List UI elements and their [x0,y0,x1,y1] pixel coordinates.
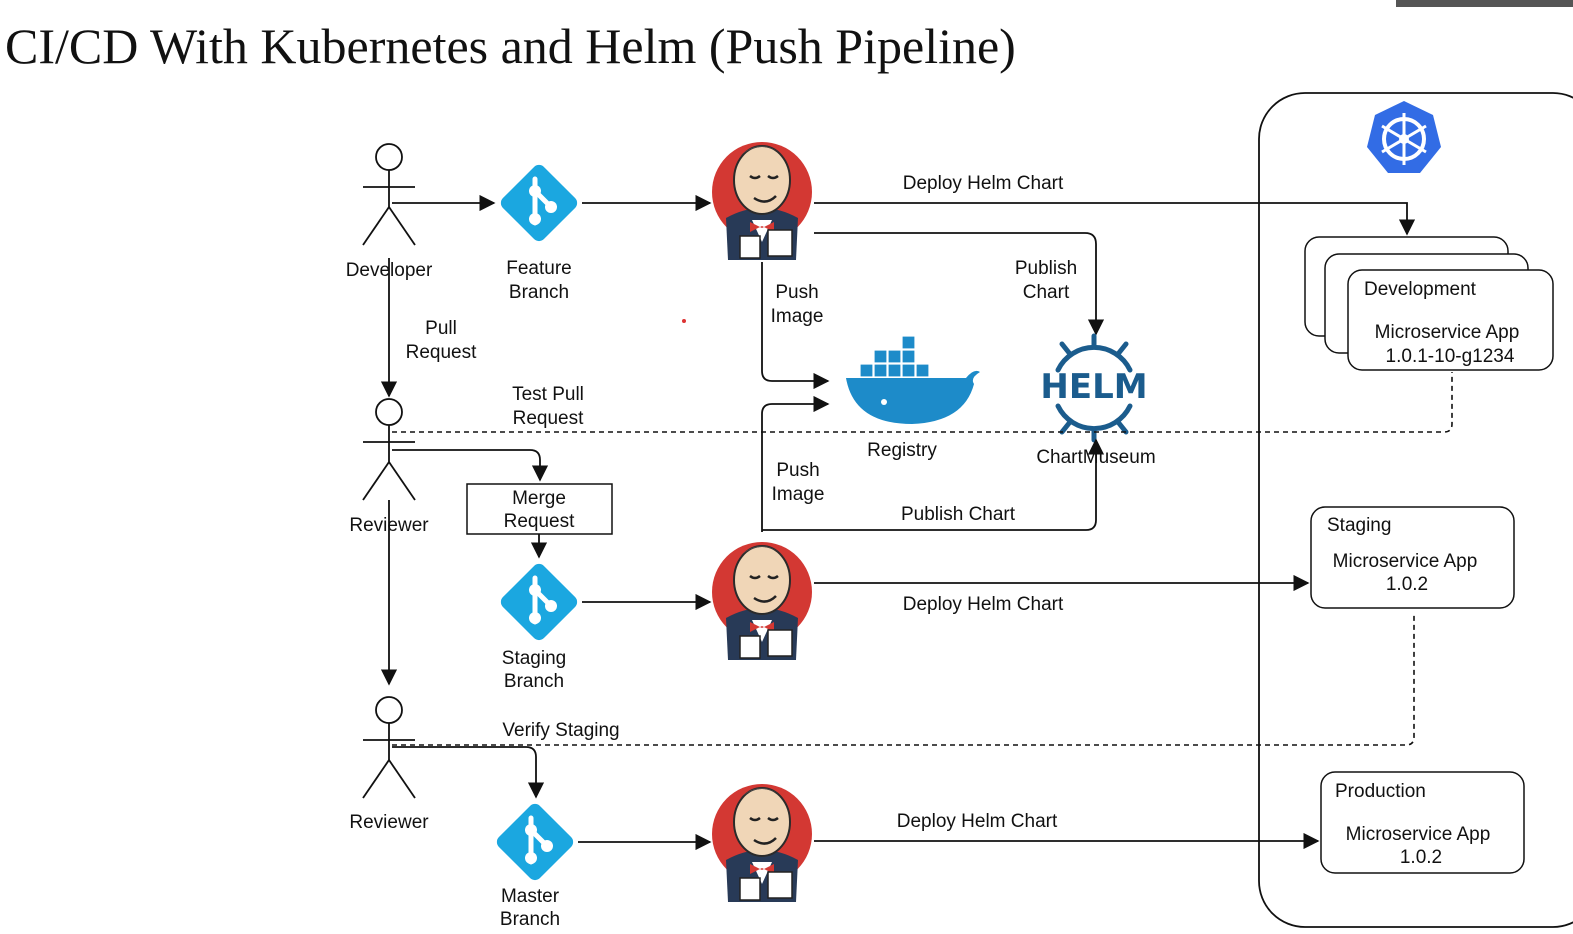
helm-logo-text: HELM [1040,367,1147,407]
master-branch-label-1: Master [501,886,560,907]
jenkins-butler-icon-3 [710,782,814,904]
registry-label: Registry [867,440,937,461]
jenkins-butler-icon-2 [710,540,814,662]
arrow-publish-chart-bottom [762,438,1105,531]
actor-developer [362,143,416,246]
staging-env-name: Staging [1327,515,1391,536]
git-feature-branch-icon [498,162,580,244]
deploy-staging-label: Deploy Helm Chart [903,594,1064,615]
staging-app-name: Microservice App [1333,551,1478,572]
jenkins-butler-icon-1 [710,140,814,262]
staging-branch-label-1: Staging [502,648,566,669]
publish-chart-bottom-label: Publish Chart [901,504,1016,525]
kubernetes-cluster-box [1258,92,1573,928]
arrow-deploy-development [814,202,1416,236]
arrow-reviewer-merge-request [392,449,549,482]
test-pull-request-dashed-line [392,372,1453,433]
development-app-version: 1.0.1-10-g1234 [1386,346,1515,367]
push-image-top-label-1: Push [775,282,818,303]
actor-reviewer-2-label: Reviewer [349,812,429,833]
git-staging-branch-icon [498,561,580,643]
push-image-bottom-label-1: Push [776,460,819,481]
red-dot [682,319,686,323]
arrow-push-image-top [761,262,830,390]
development-env-name: Development [1364,279,1477,300]
staging-environment-box [1310,506,1515,609]
push-image-top-label-2: Image [771,306,824,327]
merge-request-label-1: Merge [512,488,566,509]
page-title: CI/CD With Kubernetes and Helm (Push Pip… [5,18,1016,74]
deploy-prod-label: Deploy Helm Chart [897,811,1058,832]
development-environment-box [1347,269,1554,371]
staging-app-version: 1.0.2 [1386,574,1428,595]
arrow-reviewer-master [392,746,545,799]
production-env-name: Production [1335,781,1426,802]
merge-request-label-2: Request [504,511,575,532]
production-app-version: 1.0.2 [1400,847,1442,868]
arrow-push-image-bottom [761,395,830,532]
slide-corner-bar [1396,0,1573,7]
production-app-name: Microservice App [1346,824,1491,845]
pull-request-label-2: Request [406,342,477,363]
push-image-bottom-label-2: Image [772,484,825,505]
test-pull-request-label-1: Test Pull [512,384,584,405]
test-pull-request-label-2: Request [513,408,584,429]
kubernetes-wheel-icon [1367,101,1441,173]
git-master-branch-icon [494,801,576,883]
feature-branch-label-2: Branch [509,282,569,303]
verify-staging-dashed-line [392,612,1415,746]
pull-request-label-1: Pull [425,318,457,339]
production-environment-box [1320,771,1525,874]
deploy-dev-label: Deploy Helm Chart [903,173,1064,194]
merge-request-box [466,483,613,535]
publish-chart-top-label-1: Publish [1015,258,1077,279]
master-branch-label-2: Branch [500,909,560,930]
publish-chart-top-label-2: Chart [1023,282,1070,303]
development-app-name: Microservice App [1375,322,1520,343]
staging-branch-label-2: Branch [504,671,564,692]
feature-branch-label-1: Feature [506,258,571,279]
docker-whale-icon [846,335,980,424]
verify-staging-label: Verify Staging [502,720,619,741]
arrow-publish-chart-top [814,232,1105,336]
